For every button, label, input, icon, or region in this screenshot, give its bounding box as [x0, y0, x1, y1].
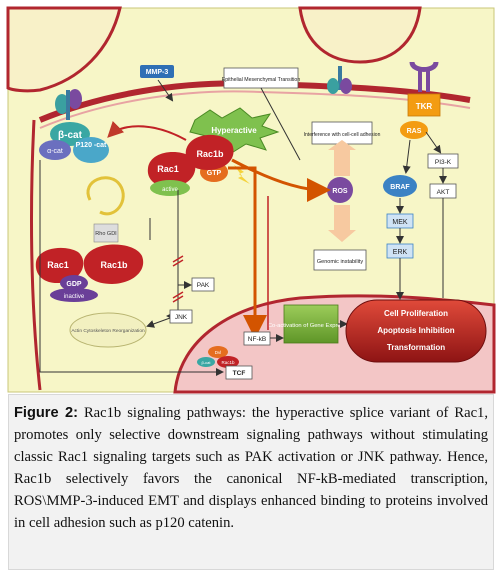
rho-gdi-label: Rho GDI — [95, 231, 117, 237]
active-badge — [150, 180, 190, 196]
gdp-label: GDP — [66, 281, 82, 288]
block-mark — [172, 255, 184, 267]
tcf-label: TCF — [233, 370, 246, 377]
rac1b-to-ros-arrow — [231, 158, 331, 202]
lightning-icon — [234, 165, 250, 184]
caption-text: Rac1b signaling pathways: the hyperactiv… — [14, 405, 489, 531]
emt-label: Epithelial Mesenchymal Transition — [222, 77, 301, 83]
adhesion-protein — [340, 78, 352, 94]
transformation-label: Transformation — [387, 343, 445, 352]
akt-label: AKT — [437, 189, 450, 196]
p120-cat-label: P120 -cat — [76, 142, 107, 149]
rho-gdi-box — [93, 223, 119, 243]
mmp3-arrow — [157, 79, 174, 102]
rac1-active-shape — [147, 152, 196, 188]
pi3k-label: PI3-K — [435, 159, 452, 166]
braf-label: BRAF — [390, 184, 410, 191]
rac1b-small-label: Rac1b — [221, 360, 235, 365]
betacat-to-tcf-line — [39, 160, 224, 376]
gdp-node — [60, 275, 88, 291]
hyperactive-label: Hyperactive — [211, 126, 257, 135]
cell-membrane-inner — [39, 90, 471, 129]
adhesion-protein — [55, 94, 69, 114]
ros-down-arrow — [328, 205, 356, 242]
ras-to-braf-arrow — [402, 139, 411, 174]
rac1b-small-node — [217, 356, 239, 368]
erk-label: ERK — [393, 249, 408, 256]
pak-box — [191, 277, 215, 292]
rac1b-inactive-label: Rac1b — [100, 260, 128, 270]
emt-arrow — [260, 87, 301, 161]
rac1-active-label: Rac1 — [157, 164, 179, 174]
apoptosis-label: Apoptosis Inhibition — [377, 326, 454, 335]
mmp3-box — [140, 65, 174, 78]
tkr-box — [407, 93, 441, 117]
caption-label: Figure 2: — [14, 405, 78, 421]
alpha-cat-label: α-cat — [47, 148, 63, 155]
rac1b-active-label: Rac1b — [196, 149, 224, 159]
ras-to-pi3k-arrow — [425, 131, 442, 154]
cell-membrane-left — [30, 119, 42, 391]
inactive-label: inactive — [64, 294, 85, 300]
active-label: active — [162, 187, 178, 193]
genomic-box — [313, 249, 367, 271]
jnk-to-actin-arrow — [146, 317, 171, 328]
adhesion-protein — [327, 78, 339, 94]
braf-node — [383, 175, 417, 197]
ros-node — [327, 177, 353, 203]
rac1b-active-shape — [185, 134, 234, 170]
dvl-label: Dvl — [215, 350, 222, 355]
tkr-label: TKR — [416, 102, 433, 111]
neighbor-cell-top — [298, 6, 422, 64]
alpha-cat-node — [39, 140, 71, 160]
dvl-node — [208, 346, 228, 358]
tkr-receptor — [418, 70, 430, 92]
coactivation-label: Co-activation of Gene Expression — [268, 323, 354, 329]
cell-prolif-label: Cell Proliferation — [384, 309, 448, 318]
rac1b-to-betacat-arrow — [107, 120, 187, 141]
jnk-box — [169, 309, 193, 324]
actin-label: Actin Cytoskeleton Reorganization — [71, 328, 145, 334]
block-mark — [172, 291, 184, 303]
inactive-badge — [50, 288, 98, 302]
mmp3-label: MMP-3 — [146, 69, 169, 76]
actin-node — [69, 312, 147, 348]
caption-box — [8, 394, 494, 570]
rac1b-inactive-shape — [83, 244, 144, 284]
figure-caption: Figure 2: Rac1b signaling pathways: the … — [14, 402, 488, 534]
cycle-arrow — [86, 176, 125, 216]
adhesion-protein — [68, 89, 82, 109]
interference-label: Interference with cell-cell adhesion — [304, 132, 381, 138]
tcf-box — [225, 365, 253, 380]
gtp-label: GTP — [207, 170, 222, 177]
mek-label: MEK — [392, 219, 408, 226]
bcat-small-node — [197, 357, 215, 367]
p120-cat-text: P120 -cat — [76, 142, 107, 149]
coactivation-box — [283, 304, 339, 344]
nfkb-label: NF-kB — [248, 336, 266, 343]
ras-node — [400, 121, 428, 139]
beta-cat-label: β-cat — [58, 130, 83, 141]
ros-label: ROS — [332, 188, 348, 195]
bcat-small-label: β-cat — [202, 360, 212, 365]
jnk-label: JNK — [175, 314, 188, 321]
outcome-ellipse — [345, 299, 487, 363]
pak-label: PAK — [197, 282, 210, 289]
rac1b-to-nfkb-arrow — [228, 166, 267, 339]
rac1-inactive-shape — [35, 247, 84, 284]
tkr-head — [409, 61, 439, 72]
rac1-inactive-label: Rac1 — [47, 260, 69, 270]
p120-cat-node — [73, 137, 109, 163]
ras-label: RAS — [407, 128, 422, 135]
genomic-label: Genomic instability — [317, 259, 363, 265]
ros-up-arrow — [328, 140, 356, 176]
neighbor-cell-left — [6, 6, 122, 93]
